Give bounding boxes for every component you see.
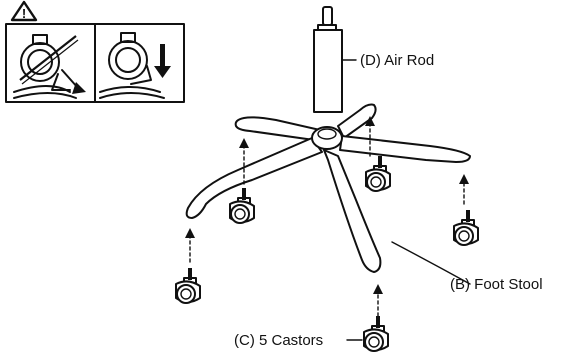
castors-label: (C) 5 Castors	[234, 332, 323, 349]
caster	[365, 156, 391, 192]
caster-wrong-angle-icon	[13, 34, 86, 99]
caster	[229, 188, 255, 224]
warning-panel: !	[5, 0, 185, 103]
caster	[453, 210, 479, 246]
foot-stool-base	[185, 103, 471, 273]
warning-triangle-icon: !	[10, 0, 38, 22]
warning-symbol: !	[22, 6, 26, 21]
foot-stool-leader	[391, 241, 471, 285]
insertion-arrows	[185, 116, 469, 317]
caster	[175, 268, 201, 304]
air-rod	[313, 6, 343, 113]
air-rod-label: (D) Air Rod	[360, 52, 434, 69]
caster-straight-insert-icon	[99, 32, 171, 99]
caster	[363, 316, 389, 352]
foot-stool-label: (B) Foot Stool	[450, 276, 543, 293]
